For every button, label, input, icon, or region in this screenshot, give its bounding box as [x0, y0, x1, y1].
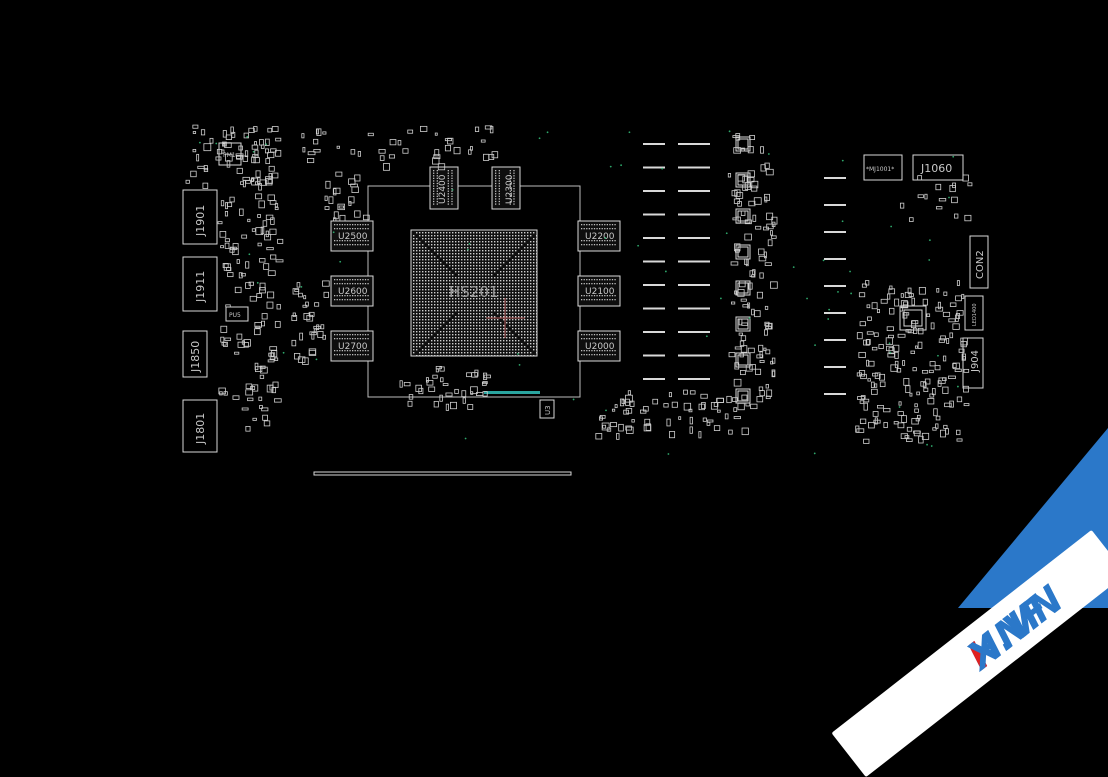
- label-u2400: U2400: [438, 174, 448, 204]
- label-u2700: U2700: [338, 342, 368, 352]
- label-pm1: PM1: [223, 152, 236, 159]
- vram-u2600[interactable]: [330, 275, 374, 307]
- label-j1850[interactable]: J1850: [189, 341, 202, 373]
- label-u2500: U2500: [338, 232, 368, 242]
- cursor-crosshair: [486, 298, 525, 338]
- label-j1901[interactable]: J1901: [194, 205, 207, 237]
- part-j904[interactable]: [962, 337, 984, 389]
- label-j1060: J1060: [920, 162, 952, 175]
- pcie-edge: [313, 471, 572, 476]
- vrm-inductors: [643, 136, 846, 404]
- label-gpu[interactable]: HS201: [449, 283, 498, 301]
- vram-u2000[interactable]: [577, 330, 621, 362]
- vram-u2500[interactable]: [330, 220, 374, 252]
- label-u2300: U2300: [505, 174, 515, 204]
- label-mj1001: *MJ1001*: [866, 166, 894, 173]
- vram-u2100[interactable]: [577, 275, 621, 307]
- label-u2600: U2600: [338, 287, 368, 297]
- label-u3: U3: [544, 405, 552, 415]
- gpu-bga-die[interactable]: [410, 229, 538, 357]
- label-pu5: PU5: [229, 312, 241, 319]
- label-j1911[interactable]: J1911: [194, 271, 207, 303]
- label-u2100: U2100: [585, 287, 615, 297]
- boardview-canvas: J1901 J1911 J1850 J1801 PM1 PU5 HS201 U2…: [182, 124, 989, 476]
- label-j1801[interactable]: J1801: [194, 413, 207, 445]
- part-con2[interactable]: [969, 235, 989, 289]
- part-led[interactable]: [964, 295, 984, 331]
- part-mj1001[interactable]: [863, 154, 903, 181]
- small-components: [185, 124, 973, 444]
- vram-u2700[interactable]: [330, 330, 374, 362]
- left-connectors: [182, 189, 218, 453]
- vram-u2300[interactable]: [491, 166, 521, 210]
- label-con2: CON2: [975, 250, 986, 279]
- vram-u2400[interactable]: [429, 166, 459, 210]
- vram-u2200[interactable]: [577, 220, 621, 252]
- label-j904: J904: [970, 350, 981, 373]
- part-u3[interactable]: [539, 399, 555, 419]
- label-u2200: U2200: [585, 232, 615, 242]
- teal-strip: [484, 391, 540, 394]
- label-u2000: U2000: [585, 342, 615, 352]
- part-j1060[interactable]: [912, 154, 964, 181]
- part-pu5[interactable]: [225, 306, 249, 322]
- via-dots: [198, 130, 959, 455]
- label-led: LED1400: [972, 303, 978, 326]
